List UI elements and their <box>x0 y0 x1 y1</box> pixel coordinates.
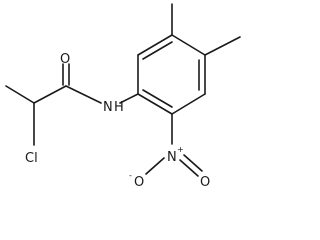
bond-methyl-right <box>204 36 241 56</box>
bond-nitro-oxygen-double-1 <box>179 159 199 177</box>
bond-methyl-alpha <box>5 85 35 104</box>
bond-nitro-oxygen-double-2 <box>183 154 203 172</box>
amide-hydrogen-label: H <box>114 100 124 115</box>
bond-carbonyl-nitrogen <box>65 85 102 104</box>
bond-nitro-oxygen-minus <box>145 157 165 175</box>
nitro-negative-charge: - <box>129 171 132 180</box>
chlorine-label: Cl <box>25 151 38 166</box>
chemical-structure: O N H Cl N + O - O <box>5 3 241 190</box>
ring-inner-bond-3 <box>142 89 173 108</box>
ring-inner-bond-1 <box>142 41 173 60</box>
ring-bond-c3-c4 <box>171 34 206 56</box>
ring-bond-c5-c6 <box>171 93 206 115</box>
oxygen-carbonyl-label: O <box>60 52 70 67</box>
bond-alpha-carbonyl <box>33 85 67 104</box>
nitro-oxygen-minus-label: O <box>134 175 144 190</box>
nitro-nitrogen-label: N <box>167 150 177 165</box>
ring-bond-c2-c3 <box>137 34 173 56</box>
bond-nitrogen-ring <box>119 93 139 104</box>
nitro-oxygen-double-label: O <box>200 175 210 190</box>
ring-bond-c6-c1 <box>137 93 173 115</box>
amide-nitrogen-label: N <box>103 100 113 115</box>
nitro-positive-charge: + <box>177 145 184 154</box>
